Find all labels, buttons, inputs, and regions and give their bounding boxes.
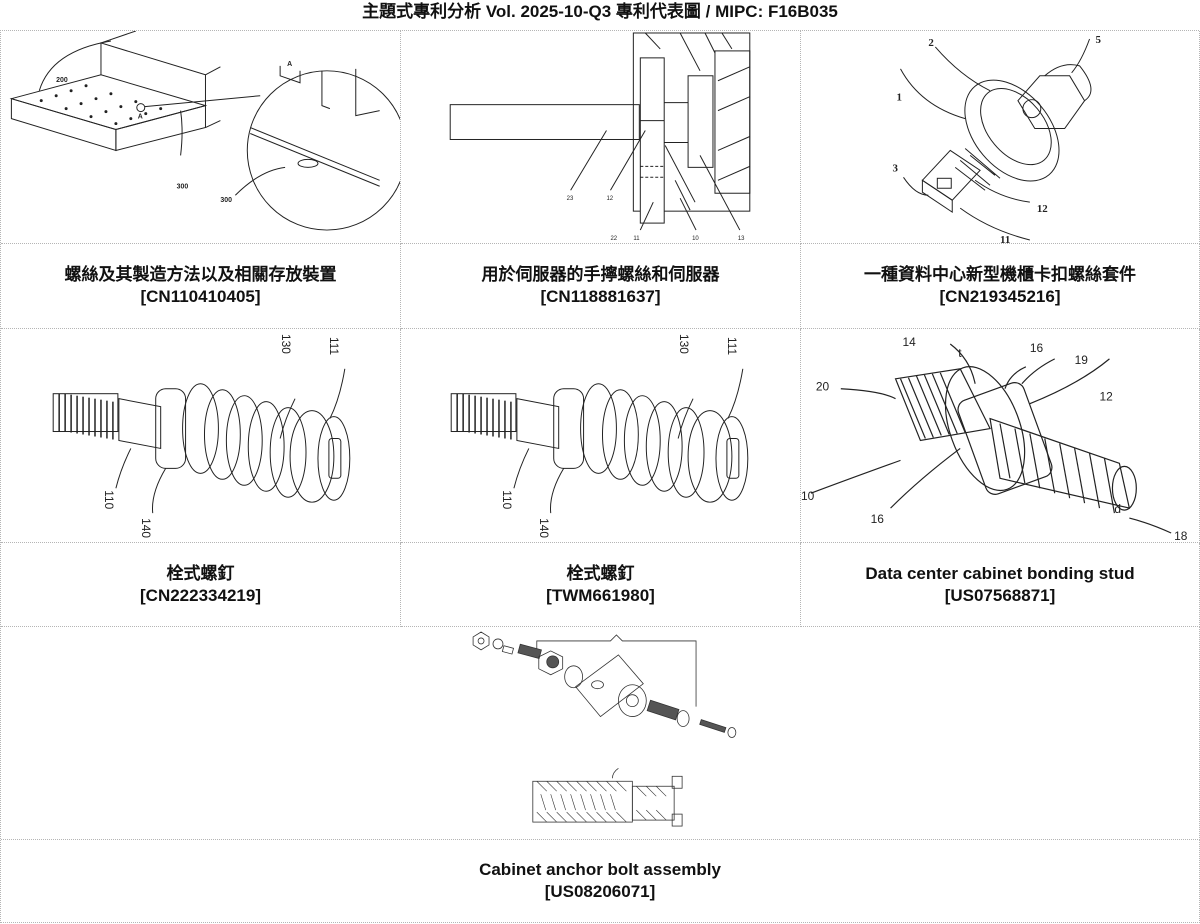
figure-label: 10 xyxy=(801,489,815,503)
plug-screw-drawing-1: 130 111 110 140 xyxy=(52,334,351,538)
patent-title: 用於伺服器的手擰螺絲和伺服器 xyxy=(481,265,720,284)
figure-label: 300 xyxy=(220,197,232,204)
figure-label: t xyxy=(958,346,962,360)
figure-label: 200 xyxy=(56,77,68,84)
figure-label: 22 xyxy=(610,236,617,242)
thumbscrew-section-drawing: 23 12 22 10 11 13 xyxy=(449,32,751,242)
figure-label: 140 xyxy=(537,518,551,538)
figure-label: 140 xyxy=(139,518,153,538)
patent-number[interactable]: [CN110410405] xyxy=(140,287,261,306)
figure-label: 130 xyxy=(677,334,691,354)
figure-label: 110 xyxy=(102,490,116,509)
patent-caption-4: 栓式螺釘 [CN222334219] xyxy=(1,543,401,627)
patent-caption-2: 用於伺服器的手擰螺絲和伺服器 [CN118881637] xyxy=(401,244,801,329)
page-title: 主題式專利分析 Vol. 2025-10-Q3 專利代表圖 / MIPC: F1… xyxy=(362,2,838,21)
figure-label: 5 xyxy=(1096,34,1102,46)
patent-figure-5[interactable]: 130 111 110 140 xyxy=(401,329,801,543)
figure-label: 3 xyxy=(893,162,899,174)
figure-label: 300 xyxy=(177,183,189,190)
patent-number[interactable]: [CN118881637] xyxy=(540,287,661,306)
figure-label: 111 xyxy=(725,337,739,356)
patent-figure-7[interactable] xyxy=(1,627,1200,840)
patent-number[interactable]: [US07568871] xyxy=(944,585,1056,605)
patent-figure-2[interactable]: 23 12 22 10 11 13 xyxy=(401,31,801,244)
figure-label: 12 xyxy=(606,196,613,202)
figure-label: 110 xyxy=(500,490,514,509)
patent-title: 栓式螺釘 xyxy=(166,563,235,583)
figure-label: 18 xyxy=(1174,529,1188,542)
patent-number[interactable]: [CN219345216] xyxy=(939,287,1061,306)
patent-grid: 200 A 300 A 300 xyxy=(0,30,1200,923)
figure-label: 23 xyxy=(567,196,574,202)
patent-caption-5: 栓式螺釘 [TWM661980] xyxy=(401,543,801,627)
patent-caption-1: 螺絲及其製造方法以及相關存放裝置 [CN110410405] xyxy=(1,244,401,329)
plug-screw-drawing-2: 130 111 110 140 xyxy=(450,334,749,538)
patent-title: Cabinet anchor bolt assembly xyxy=(479,860,721,879)
patent-number[interactable]: [TWM661980] xyxy=(546,585,655,605)
server-tray-drawing: 200 A 300 A 300 xyxy=(9,31,400,231)
figure-label: A xyxy=(138,114,143,121)
figure-label: 11 xyxy=(1000,234,1010,243)
figure-label: A xyxy=(287,61,292,68)
clip-screw-kit-drawing: 2 5 1 3 12 11 xyxy=(893,34,1102,243)
figure-label: 2 xyxy=(928,37,933,49)
figure-label: 16 xyxy=(871,512,885,526)
figure-label: 130 xyxy=(279,334,293,354)
figure-label: 20 xyxy=(816,380,830,394)
figure-label: 19 xyxy=(1075,353,1089,367)
figure-label: 14 xyxy=(902,335,916,349)
figure-label: d xyxy=(1114,502,1121,516)
patent-caption-6: Data center cabinet bonding stud [US0756… xyxy=(801,543,1200,627)
patent-caption-3: 一種資料中心新型機櫃卡扣螺絲套件 [CN219345216] xyxy=(801,244,1200,329)
figure-label: 11 xyxy=(633,236,640,242)
figure-label: 1 xyxy=(897,92,902,104)
figure-label: 16 xyxy=(1030,341,1044,355)
patent-title: Data center cabinet bonding stud xyxy=(865,563,1135,583)
figure-label: 10 xyxy=(692,236,699,242)
patent-figure-6[interactable]: 14 t 16 19 20 12 10 16 d 18 xyxy=(801,329,1200,543)
patent-number[interactable]: [US08206071] xyxy=(544,882,656,901)
patent-figure-3[interactable]: 2 5 1 3 12 11 xyxy=(801,31,1200,244)
figure-label: 12 xyxy=(1037,203,1048,215)
patent-title: 栓式螺釘 xyxy=(566,563,635,583)
figure-label: 111 xyxy=(327,337,341,356)
figure-label: 12 xyxy=(1100,390,1114,404)
patent-title: 螺絲及其製造方法以及相關存放裝置 xyxy=(64,265,337,284)
patent-figure-4[interactable]: 130 111 110 140 xyxy=(1,329,401,543)
bonding-stud-drawing: 14 t 16 19 20 12 10 16 d 18 xyxy=(801,335,1188,542)
patent-title: 一種資料中心新型機櫃卡扣螺絲套件 xyxy=(864,265,1136,284)
figure-label: 13 xyxy=(738,236,745,242)
patent-number[interactable]: [CN222334219] xyxy=(140,585,261,605)
anchor-bolt-assembly-drawing xyxy=(472,631,737,827)
patent-figure-1[interactable]: 200 A 300 A 300 xyxy=(1,31,401,244)
patent-caption-7: Cabinet anchor bolt assembly [US08206071… xyxy=(1,840,1200,923)
